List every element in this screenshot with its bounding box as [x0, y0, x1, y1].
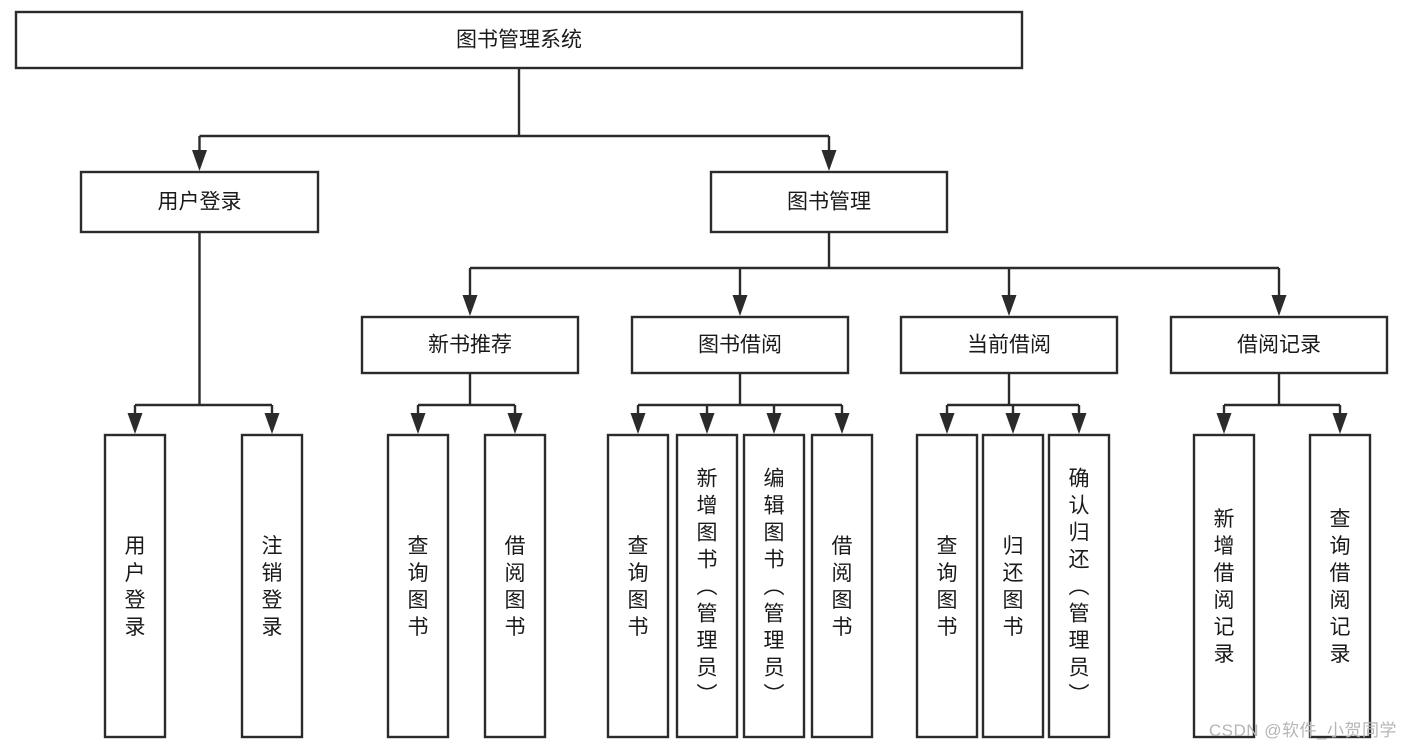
node-label: 查询借阅记录 — [1330, 508, 1351, 666]
node-l1-user-login[interactable]: 用户登录 — [79, 170, 320, 234]
node-label: 用户登录 — [125, 535, 146, 639]
node-label: 图书管理系统 — [456, 29, 582, 52]
node-label: 新书推荐 — [428, 334, 512, 357]
node-leaf-borrow-book[interactable]: 借阅图书 — [810, 433, 874, 739]
node-label: 查询图书 — [408, 535, 429, 639]
node-label: 归还图书 — [1003, 535, 1024, 639]
node-label: 借阅记录 — [1237, 334, 1321, 357]
node-leaf-query-book-cur[interactable]: 查询图书 — [915, 433, 979, 739]
node-l1-book-mgmt[interactable]: 图书管理 — [709, 170, 949, 234]
node-leaf-add-record[interactable]: 新增借阅记录 — [1192, 433, 1256, 739]
node-label: 当前借阅 — [967, 334, 1051, 357]
connector-group-l1_book_mgmt — [462, 232, 1287, 316]
connector-group-l2_book_borrow — [630, 373, 850, 434]
node-label: 查询图书 — [937, 535, 958, 639]
node-l2-current-borrow[interactable]: 当前借阅 — [899, 315, 1119, 375]
node-leaf-logout[interactable]: 注销登录 — [240, 433, 304, 739]
node-root[interactable]: 图书管理系统 — [14, 10, 1024, 70]
node-leaf-query-book-rec[interactable]: 查询图书 — [386, 433, 450, 739]
node-label: 图书管理 — [787, 191, 871, 214]
node-label: 注销登录 — [262, 535, 283, 639]
node-leaf-query-record[interactable]: 查询借阅记录 — [1308, 433, 1372, 739]
node-layer: 图书管理系统用户登录图书管理新书推荐图书借阅当前借阅借阅记录用户登录注销登录查询… — [14, 10, 1389, 739]
connector-group-l1_user_login — [127, 232, 280, 434]
node-leaf-user-login[interactable]: 用户登录 — [103, 433, 167, 739]
csdn-watermark: CSDN @软件_小贺同学 — [1208, 721, 1397, 740]
node-l2-new-book-rec[interactable]: 新书推荐 — [360, 315, 580, 375]
node-l2-borrow-record[interactable]: 借阅记录 — [1169, 315, 1389, 375]
node-label: 用户登录 — [158, 191, 242, 214]
node-leaf-return-book[interactable]: 归还图书 — [981, 433, 1045, 739]
node-label: 借阅图书 — [505, 535, 526, 639]
node-label: 借阅图书 — [832, 535, 853, 639]
connector-layer — [127, 68, 1348, 434]
node-leaf-query-book[interactable]: 查询图书 — [606, 433, 670, 739]
node-label: 确认归还︵管理员︶ — [1069, 468, 1090, 707]
node-label: 查询图书 — [628, 535, 649, 639]
connector-group-l2_current_borrow — [939, 373, 1087, 434]
node-leaf-edit-book[interactable]: 编辑图书︵管理员︶ — [742, 433, 806, 739]
node-label: 新增图书︵管理员︶ — [697, 468, 718, 707]
node-l2-book-borrow[interactable]: 图书借阅 — [630, 315, 850, 375]
connector-group-root — [192, 68, 837, 171]
connector-group-l2_borrow_record — [1216, 373, 1348, 434]
node-leaf-confirm-return[interactable]: 确认归还︵管理员︶ — [1047, 433, 1111, 739]
connector-group-l2_new_book_rec — [410, 373, 523, 434]
node-leaf-add-book[interactable]: 新增图书︵管理员︶ — [675, 433, 739, 739]
node-label: 编辑图书︵管理员︶ — [764, 468, 785, 707]
node-label: 新增借阅记录 — [1214, 508, 1235, 666]
node-label: 图书借阅 — [698, 334, 782, 357]
node-leaf-borrow-book-rec[interactable]: 借阅图书 — [483, 433, 547, 739]
